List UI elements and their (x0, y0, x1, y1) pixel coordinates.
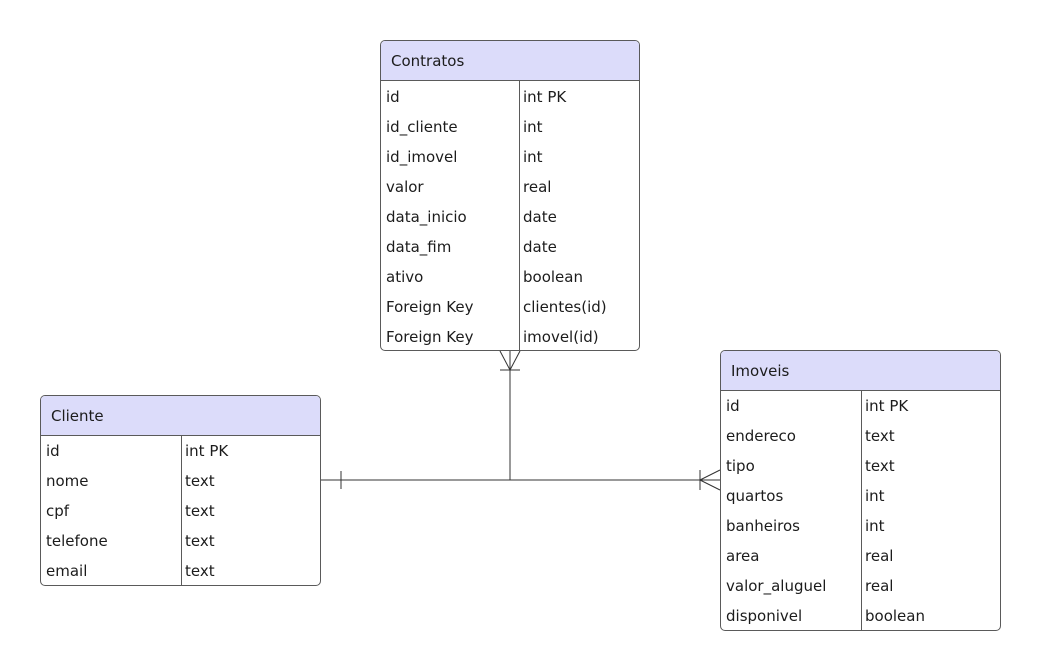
attribute-row: banheiros int (721, 511, 1000, 541)
attribute-row: id_imovel int (381, 142, 639, 172)
attribute-type: clientes(id) (523, 298, 607, 316)
attribute-name: telefone (46, 532, 108, 550)
attribute-name: id_cliente (386, 118, 458, 136)
attribute-type: text (185, 502, 215, 520)
attribute-name: quartos (726, 487, 784, 505)
attribute-row: email text (41, 556, 320, 585)
attribute-row: cpf text (41, 496, 320, 526)
attribute-type: date (523, 208, 557, 226)
attribute-name: id (46, 442, 60, 460)
attribute-name: data_fim (386, 238, 452, 256)
attribute-type: real (865, 547, 894, 565)
attribute-row: nome text (41, 466, 320, 496)
attribute-type: date (523, 238, 557, 256)
attribute-name: id (386, 88, 400, 106)
attribute-type: text (185, 562, 215, 580)
attribute-type: int PK (865, 397, 909, 415)
attribute-name: valor (386, 178, 424, 196)
attribute-name: id (726, 397, 740, 415)
cardinality-many-contratos (499, 350, 521, 371)
attribute-type: text (865, 427, 895, 445)
attribute-name: email (46, 562, 88, 580)
entity-title: Contratos (381, 41, 639, 81)
attribute-row: valor_aluguel real (721, 571, 1000, 601)
attribute-type: real (865, 577, 894, 595)
attribute-type: int PK (523, 88, 567, 106)
attribute-type: boolean (865, 607, 925, 625)
attribute-name: nome (46, 472, 89, 490)
entity-imoveis[interactable]: Imoveis id int PK endereco text tipo text quar… (720, 350, 1001, 631)
attribute-type: text (185, 472, 215, 490)
attribute-row: id int PK (41, 436, 320, 466)
attribute-name: data_inicio (386, 208, 467, 226)
attribute-name: ativo (386, 268, 424, 286)
attribute-row: id int PK (721, 391, 1000, 421)
attribute-type: text (865, 457, 895, 475)
attribute-row: tipo text (721, 451, 1000, 481)
attribute-name: disponivel (726, 607, 803, 625)
attribute-name: Foreign Key (386, 298, 474, 316)
attribute-name: id_imovel (386, 148, 458, 166)
attribute-row: Foreign Key imovel(id) (381, 322, 639, 350)
column-divider (519, 81, 520, 350)
attribute-type: int (523, 118, 543, 136)
entity-title: Imoveis (721, 351, 1000, 391)
attribute-type: text (185, 532, 215, 550)
attribute-row: ativo boolean (381, 262, 639, 292)
attribute-name: Foreign Key (386, 328, 474, 346)
attribute-name: tipo (726, 457, 755, 475)
attribute-name: valor_aluguel (726, 577, 827, 595)
attribute-type: int (865, 487, 885, 505)
attribute-row: data_fim date (381, 232, 639, 262)
attribute-row: data_inicio date (381, 202, 639, 232)
attribute-row: area real (721, 541, 1000, 571)
attribute-type: boolean (523, 268, 583, 286)
attribute-type: imovel(id) (523, 328, 599, 346)
cardinality-many-imoveis (699, 469, 721, 491)
attribute-name: banheiros (726, 517, 800, 535)
attribute-row: quartos int (721, 481, 1000, 511)
entity-title: Cliente (41, 396, 320, 436)
attribute-row: disponivel boolean (721, 601, 1000, 630)
attribute-row: id_cliente int (381, 112, 639, 142)
attribute-type: int (865, 517, 885, 535)
column-divider (181, 436, 182, 585)
attribute-name: cpf (46, 502, 70, 520)
attribute-name: endereco (726, 427, 796, 445)
attribute-type: int (523, 148, 543, 166)
attribute-row: Foreign Key clientes(id) (381, 292, 639, 322)
attribute-type: int PK (185, 442, 229, 460)
attribute-type: real (523, 178, 552, 196)
attribute-name: area (726, 547, 760, 565)
attribute-row: valor real (381, 172, 639, 202)
column-divider (861, 391, 862, 630)
attribute-row: endereco text (721, 421, 1000, 451)
attribute-row: id int PK (381, 82, 639, 112)
attribute-row: telefone text (41, 526, 320, 556)
